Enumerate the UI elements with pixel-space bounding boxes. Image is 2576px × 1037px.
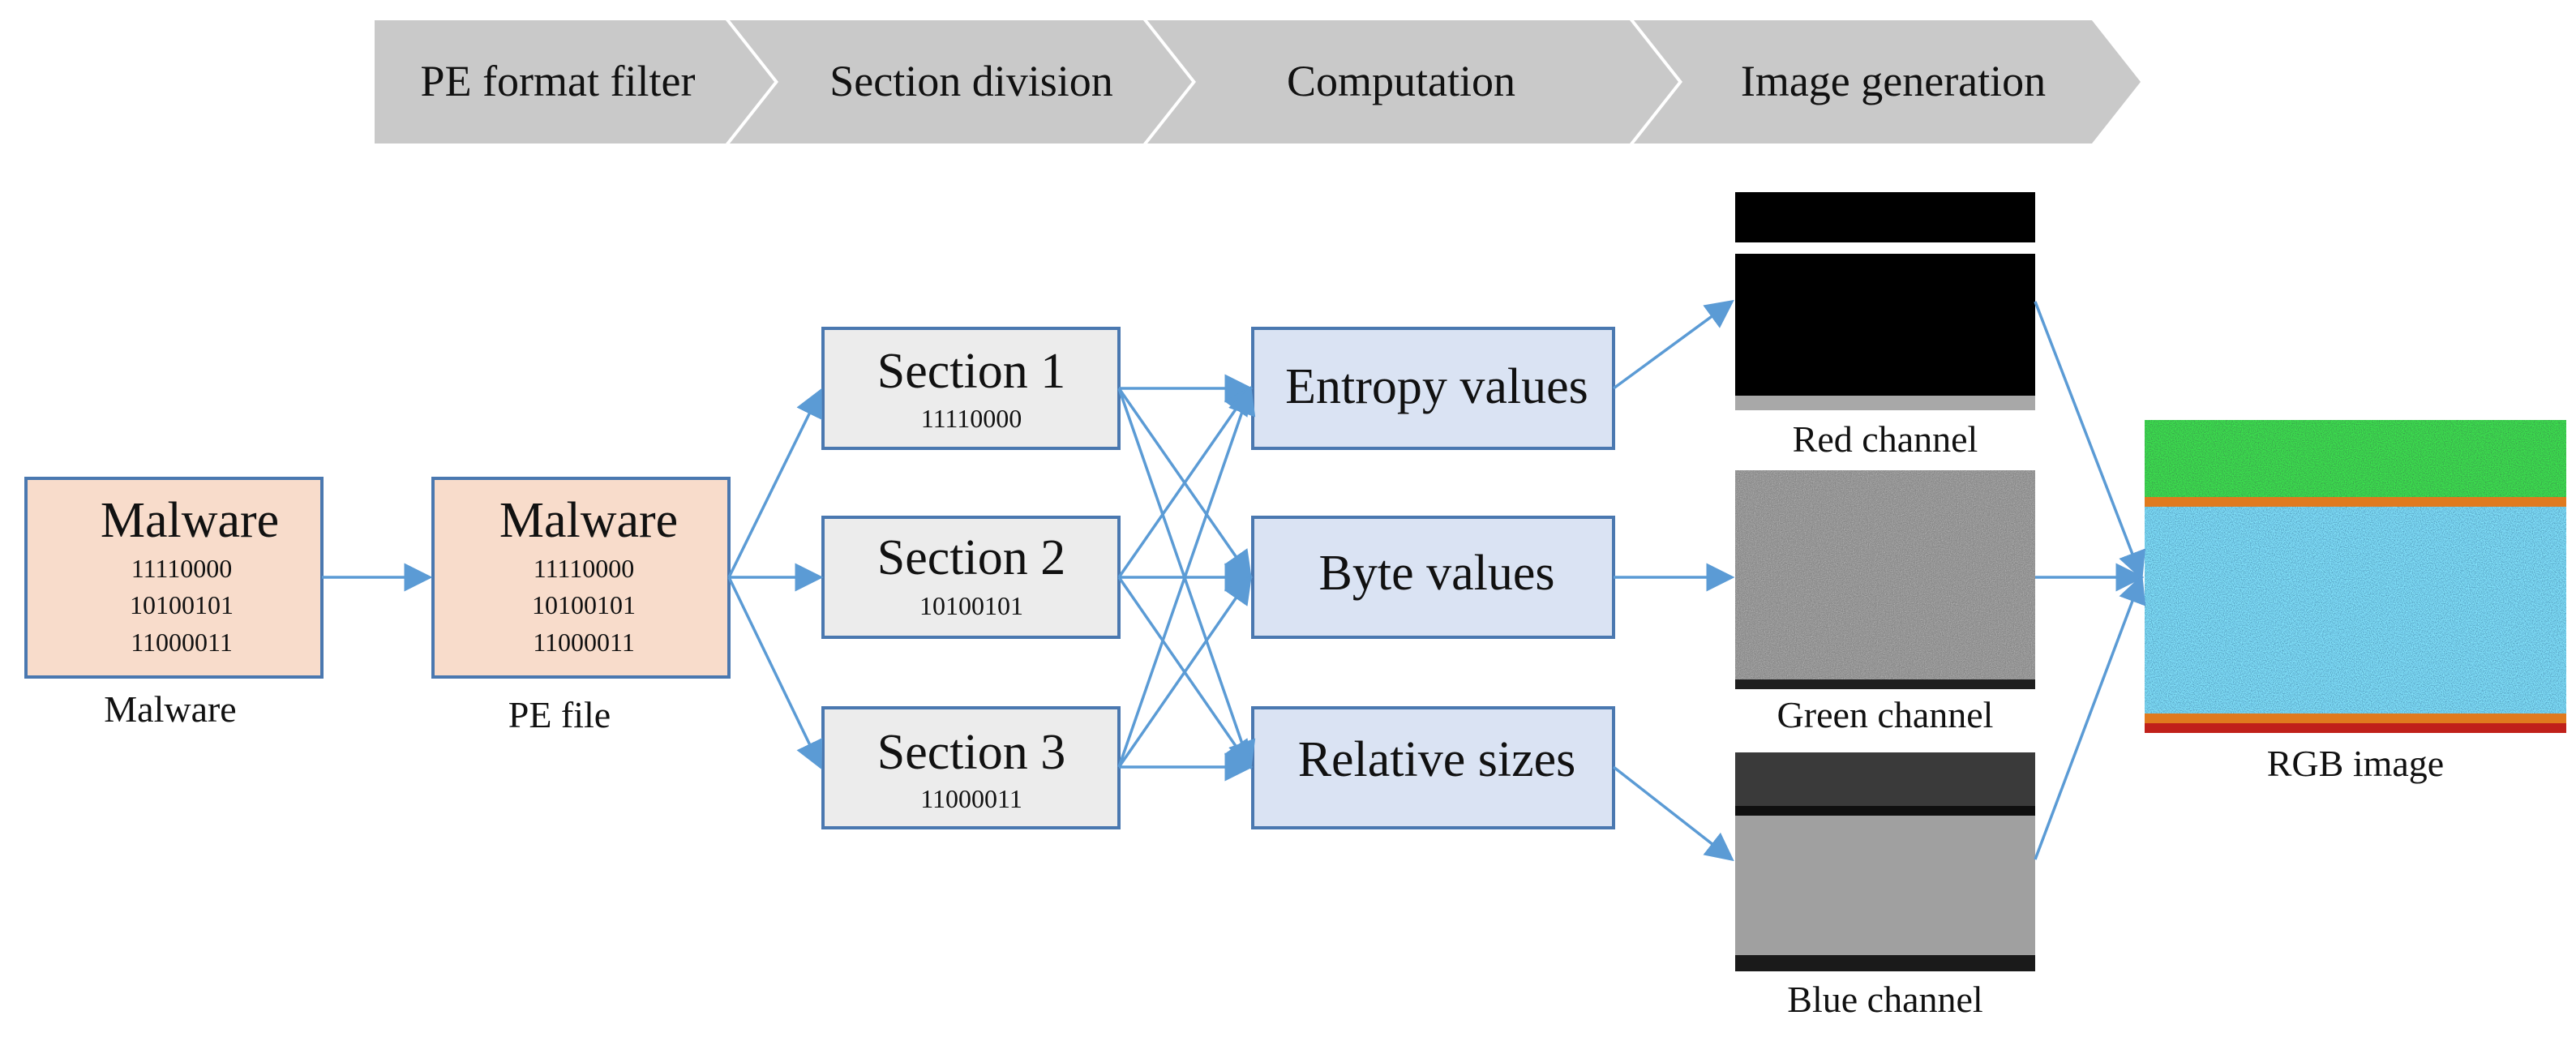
computation-box-2-frame xyxy=(1251,516,1615,639)
computation-box-1: Entropy values xyxy=(1251,327,1615,450)
arrow-section-2-to-comp-1 xyxy=(1117,386,1252,578)
computation-box-1-frame xyxy=(1251,327,1615,450)
blue-channel-caption: Blue channel xyxy=(1787,979,1982,1020)
computation-box-3: Relative sizes xyxy=(1251,706,1615,829)
section-box-3-title: Section 3 xyxy=(877,725,1065,780)
stage-label-4: Image generation xyxy=(1741,57,2046,105)
section-box-3: Section 3 11000011 xyxy=(821,706,1121,829)
computation-box-3-frame xyxy=(1251,706,1615,829)
arrow-blue-to-rgb xyxy=(2034,574,2146,860)
rgb-image xyxy=(2145,420,2566,733)
blue-channel-image xyxy=(1735,752,2035,971)
red-channel-caption: Red channel xyxy=(1793,418,1978,460)
section-box-1: Section 1 11110000 xyxy=(821,327,1121,450)
computation-box-1-label: Entropy values xyxy=(1285,359,1588,414)
section-box-3-frame xyxy=(821,706,1121,829)
malware-box-byte-2: 10100101 xyxy=(130,590,234,619)
stage-chevron-2 xyxy=(730,20,1192,144)
section-box-1-title: Section 1 xyxy=(877,344,1065,399)
arrow-comp-3-to-blue xyxy=(1612,765,1734,862)
stage-label-1: PE format filter xyxy=(421,57,696,105)
arrow-pe-to-section-3 xyxy=(727,576,823,770)
stage-chevron-1 xyxy=(375,20,774,144)
malware-box: Malware 11110000 10100101 11000011 Malwa… xyxy=(24,477,324,730)
stage-label-2: Section division xyxy=(829,57,1113,105)
computation-box-3-label: Relative sizes xyxy=(1298,732,1576,787)
malware-box-byte-1: 11110000 xyxy=(131,554,232,583)
stage-label-3: Computation xyxy=(1287,57,1515,105)
stage-chevron-3 xyxy=(1147,20,1678,144)
arrow-section-3-to-comp-1 xyxy=(1117,385,1256,768)
section-box-3-bytes: 11000011 xyxy=(920,784,1022,813)
pe-file-box-frame xyxy=(431,477,731,679)
pe-file-box-byte-1: 11110000 xyxy=(534,554,634,583)
malware-box-byte-3: 11000011 xyxy=(131,628,233,657)
section-box-1-bytes: 11110000 xyxy=(921,404,1022,433)
pipeline-header: PE format filter Section division Comput… xyxy=(375,20,2141,144)
section-box-2-title: Section 2 xyxy=(877,530,1065,585)
pe-file-box: Malware 11110000 10100101 11000011 PE fi… xyxy=(431,477,731,735)
section-box-2: Section 2 10100101 xyxy=(821,516,1121,639)
arrow-red-to-rgb xyxy=(2034,301,2146,581)
pe-file-caption: PE file xyxy=(508,694,611,735)
malware-box-title: Malware xyxy=(101,493,279,548)
section-box-1-frame xyxy=(821,327,1121,450)
pe-file-box-byte-3: 11000011 xyxy=(533,628,635,657)
computation-box-2-label: Byte values xyxy=(1319,546,1555,601)
pe-file-box-byte-2: 10100101 xyxy=(532,590,636,619)
green-channel-image xyxy=(1735,470,2035,689)
arrow-comp-1-to-red xyxy=(1612,299,1734,390)
green-channel-caption: Green channel xyxy=(1777,694,1994,735)
arrow-section-3-to-comp-2 xyxy=(1117,575,1252,768)
arrow-pe-to-section-1 xyxy=(727,388,822,578)
section-box-2-bytes: 10100101 xyxy=(919,591,1023,620)
computation-box-2: Byte values xyxy=(1251,516,1615,639)
stage-chevron-4 xyxy=(1634,20,2141,144)
rgb-image-caption: RGB image xyxy=(2267,743,2444,784)
connector-arrows xyxy=(322,299,2146,862)
red-channel-image xyxy=(1735,192,2035,410)
pe-file-box-title: Malware xyxy=(499,493,678,548)
malware-caption: Malware xyxy=(104,688,236,730)
